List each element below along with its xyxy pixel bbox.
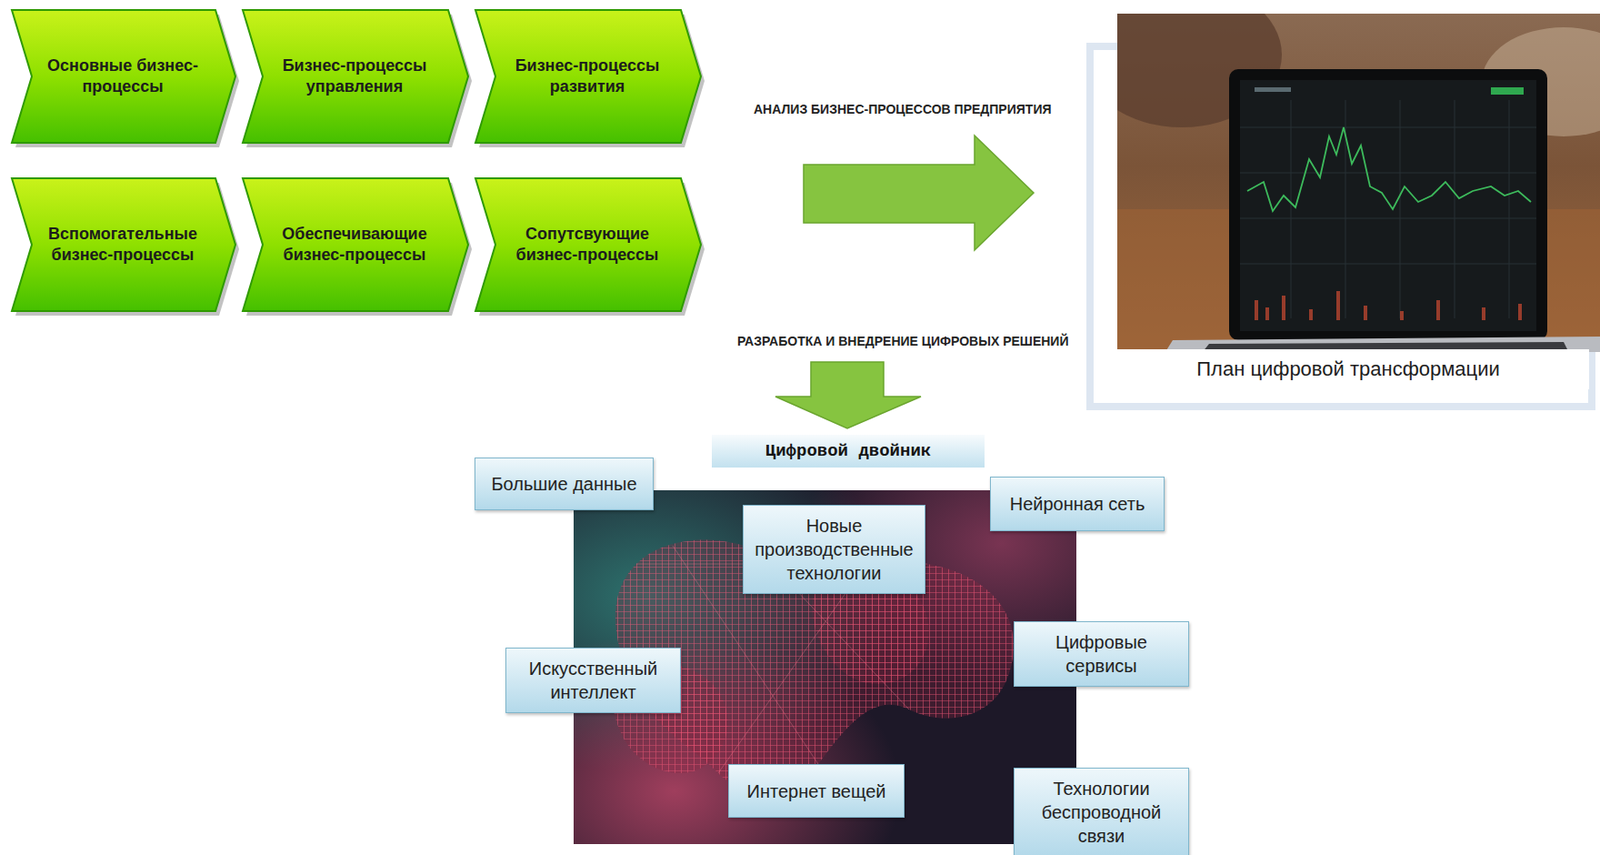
technology-box: Искусственный интеллект: [505, 647, 681, 713]
process-chevron: Бизнес-процессы развития: [475, 10, 701, 143]
node-text: Цифровой двойник: [765, 440, 931, 462]
chevron-shape: [11, 178, 236, 311]
text-holder: Искусственный интеллект: [513, 656, 673, 704]
chevron-body: [475, 178, 701, 311]
chevron-body: [242, 10, 469, 143]
chevron-body: [11, 10, 236, 143]
chevron-shape: [475, 10, 701, 143]
process-chevron: Обеспечивающие бизнес-процессы: [242, 178, 469, 311]
laptop-photo: [1117, 13, 1600, 352]
arrow-label: АНАЛИЗ БИЗНЕС-ПРОЦЕССОВ ПРЕДПРИЯТИЯ: [750, 100, 1055, 118]
arrow-label: РАЗРАБОТКА И ВНЕДРЕНИЕ ЦИФРОВЫХ РЕШЕНИЙ: [734, 332, 1071, 350]
technology-box: Новые производственные технологии: [742, 504, 926, 594]
chevron-body: [475, 10, 701, 143]
text-holder: План цифровой трансформации: [1196, 356, 1500, 382]
node-text: Сопутсвующие бизнес-процессы: [504, 223, 670, 266]
node-text: Обеспечивающие бизнес-процессы: [271, 223, 438, 266]
text-holder: Сопутсвующие бизнес-процессы: [504, 223, 670, 266]
technology-box: Интернет вещей: [728, 763, 905, 818]
text-holder: Основные бизнес-процессы: [40, 55, 205, 98]
process-chevron: Бизнес-процессы управления: [242, 10, 469, 143]
process-chevron: Сопутсвующие бизнес-процессы: [475, 178, 701, 311]
node-text: Большие данные: [490, 471, 637, 496]
technology-box: Технологии беспроводной связи: [1013, 767, 1190, 855]
block-arrow-right: [803, 135, 1034, 250]
chevron-shape: [242, 178, 469, 311]
text-holder: Бизнес-процессы управления: [271, 55, 438, 98]
text-holder: Интернет вещей: [747, 779, 887, 803]
technology-box: Большие данные: [474, 457, 654, 510]
node-text: Нейронная сеть: [1010, 491, 1146, 516]
chevron-body: [11, 178, 236, 311]
node-text: Новые производственные технологии: [750, 513, 918, 585]
text-holder: Новые производственные технологии: [750, 513, 918, 585]
node-text: План цифровой трансформации: [1196, 356, 1500, 382]
plan-caption-box: План цифровой трансформации: [1107, 349, 1590, 390]
node-text: Основные бизнес-процессы: [40, 55, 205, 98]
block-arrow-down: [775, 361, 921, 429]
text-holder: Технологии беспроводной связи: [1021, 776, 1181, 848]
chevron-shape: [11, 10, 236, 143]
chevron-body: [242, 178, 469, 311]
technology-box: Цифровые сервисы: [1013, 620, 1190, 687]
process-chevron: Основные бизнес-процессы: [11, 10, 236, 143]
node-text: Искусственный интеллект: [513, 656, 673, 704]
text-holder: Обеспечивающие бизнес-процессы: [271, 223, 438, 266]
text-holder: Нейронная сеть: [1010, 491, 1146, 516]
technology-box: Нейронная сеть: [990, 476, 1165, 531]
node-text: Интернет вещей: [747, 779, 887, 803]
chevron-shape: [475, 178, 701, 311]
node-text: Бизнес-процессы управления: [271, 55, 438, 98]
node-text: Цифровые сервисы: [1021, 630, 1181, 678]
text-holder: Цифровые сервисы: [1021, 630, 1181, 678]
node-text: Бизнес-процессы развития: [504, 55, 670, 98]
node-text: Технологии беспроводной связи: [1021, 776, 1181, 848]
process-chevron: Вспомогательные бизнес-процессы: [11, 178, 236, 311]
node-text: Вспомогательные бизнес-процессы: [40, 223, 205, 266]
text-holder: Большие данные: [490, 471, 637, 496]
text-holder: Вспомогательные бизнес-процессы: [40, 223, 205, 266]
twin-heading-box: Цифровой двойник: [711, 434, 985, 468]
text-holder: Бизнес-процессы развития: [504, 55, 670, 98]
text-holder: Цифровой двойник: [765, 440, 931, 462]
chevron-shape: [242, 10, 469, 143]
